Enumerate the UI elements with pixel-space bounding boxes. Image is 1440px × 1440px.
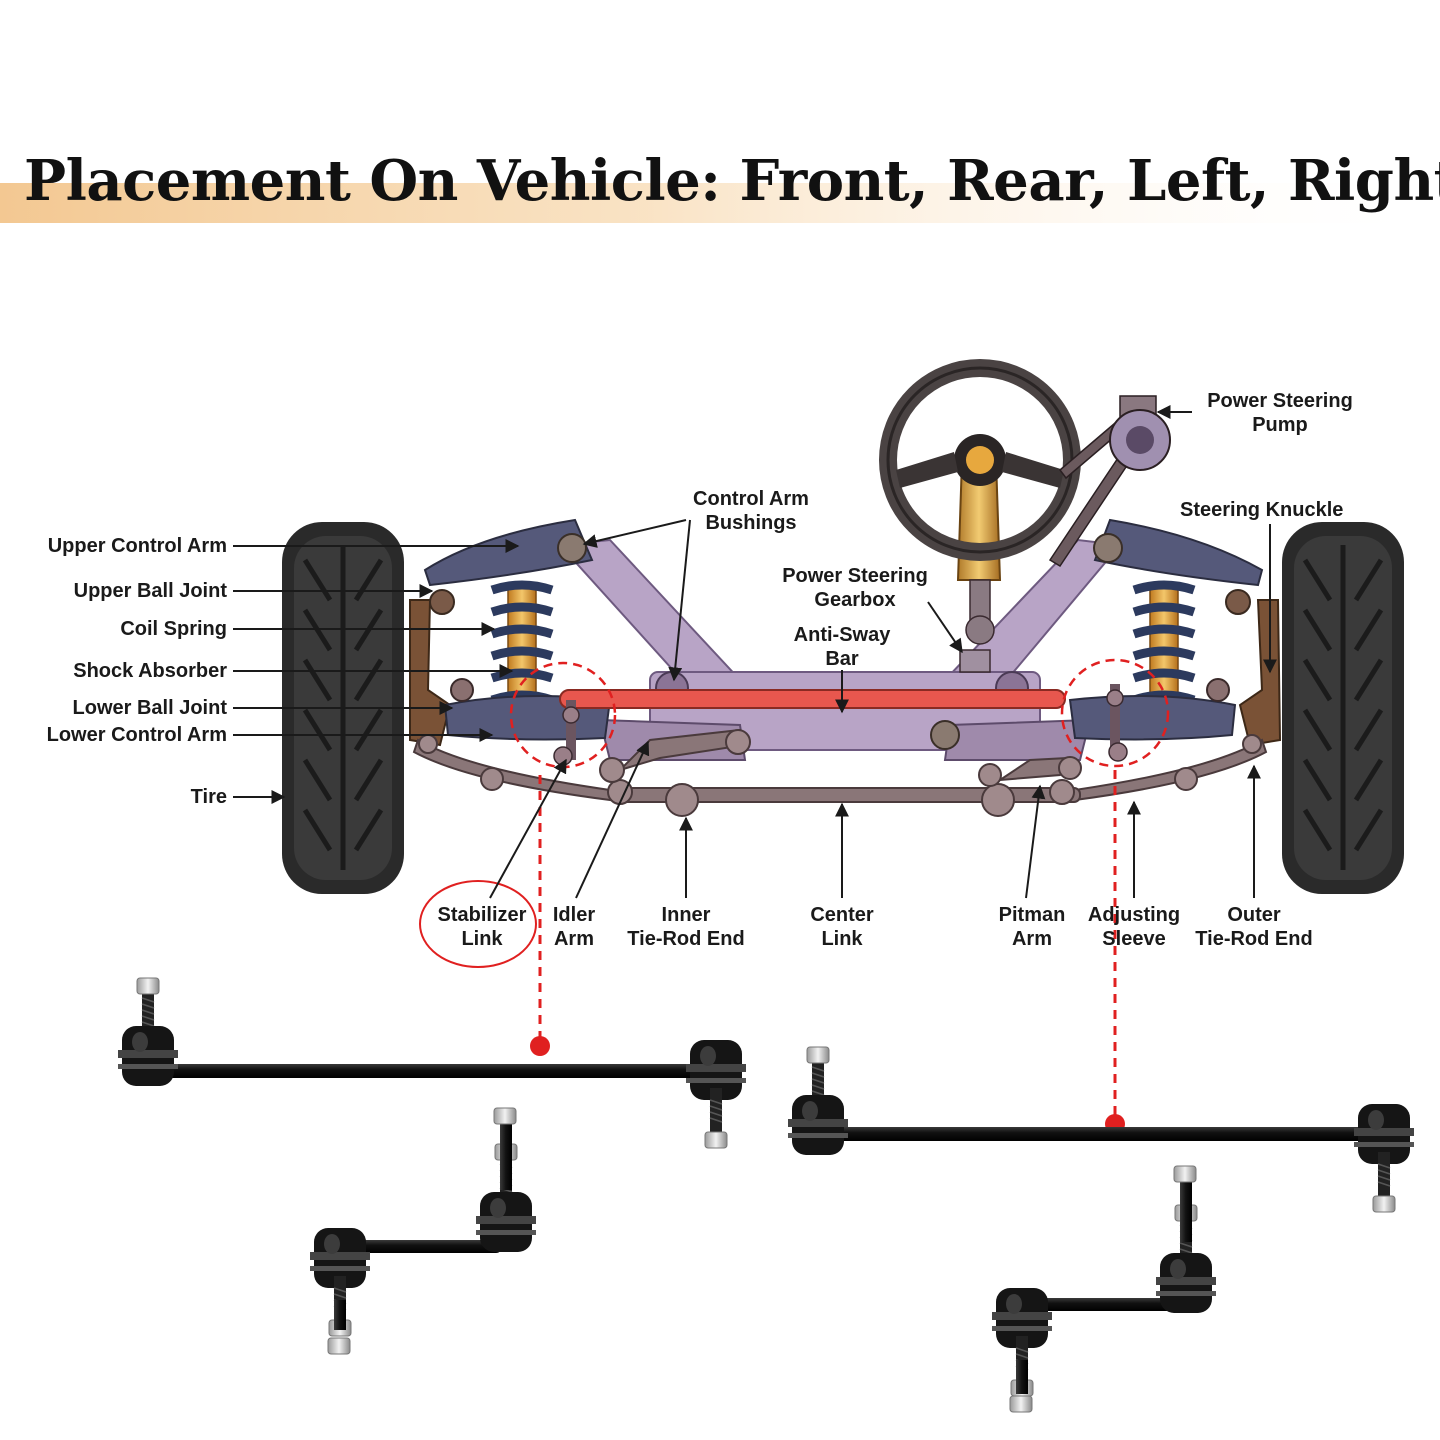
label-outer-tie-rod-end: Outer Tie-Rod End bbox=[1195, 904, 1313, 950]
label-coil-spring: Coil Spring bbox=[120, 618, 227, 640]
label-power-steering-pump: Power Steering Pump bbox=[1207, 390, 1353, 436]
leader-lines bbox=[233, 405, 1277, 899]
label-lower-control-arm: Lower Control Arm bbox=[46, 724, 227, 746]
tire-icon bbox=[1282, 522, 1404, 894]
stabilizer-link-diagram-right bbox=[1106, 684, 1128, 762]
steering-linkage bbox=[412, 728, 1268, 817]
label-stabilizer-link: Stabilizer Link bbox=[437, 904, 527, 950]
highlight-circle-right bbox=[1060, 658, 1170, 768]
title-highlight-band bbox=[0, 183, 1440, 223]
label-idler-arm: Idler Arm bbox=[552, 904, 596, 950]
label-steering-knuckle: Steering Knuckle bbox=[1180, 499, 1344, 521]
label-upper-ball-joint: Upper Ball Joint bbox=[73, 580, 227, 602]
label-shock-absorber: Shock Absorber bbox=[73, 660, 227, 682]
stabilizer-link-icon bbox=[788, 1046, 1414, 1213]
label-pitman-arm: Pitman Arm bbox=[998, 904, 1066, 950]
label-center-link: Center Link bbox=[810, 904, 874, 950]
page-title: Placement On Vehicle: Front, Rear, Left,… bbox=[24, 148, 1440, 214]
label-lower-ball-joint: Lower Ball Joint bbox=[72, 697, 227, 719]
stabilizer-link-icon bbox=[310, 1107, 536, 1355]
upper-control-arm-right bbox=[1093, 518, 1264, 587]
stabilizer-link-icon bbox=[118, 977, 746, 1149]
label-adjusting-sleeve: Adjusting Sleeve bbox=[1087, 904, 1181, 950]
stabilizer-link-icon bbox=[992, 1165, 1216, 1413]
label-anti-sway-bar: Anti-Sway Bar bbox=[793, 624, 891, 670]
label-control-arm-bushings: Control Arm Bushings bbox=[693, 488, 809, 534]
label-tire: Tire bbox=[190, 786, 227, 808]
label-power-steering-gearbox: Power Steering Gearbox bbox=[782, 565, 928, 611]
stabilizer-link-label-ring bbox=[419, 880, 537, 968]
label-upper-control-arm: Upper Control Arm bbox=[47, 535, 227, 557]
label-inner-tie-rod-end: Inner Tie-Rod End bbox=[627, 904, 745, 950]
power-steering-pump bbox=[1048, 395, 1171, 568]
